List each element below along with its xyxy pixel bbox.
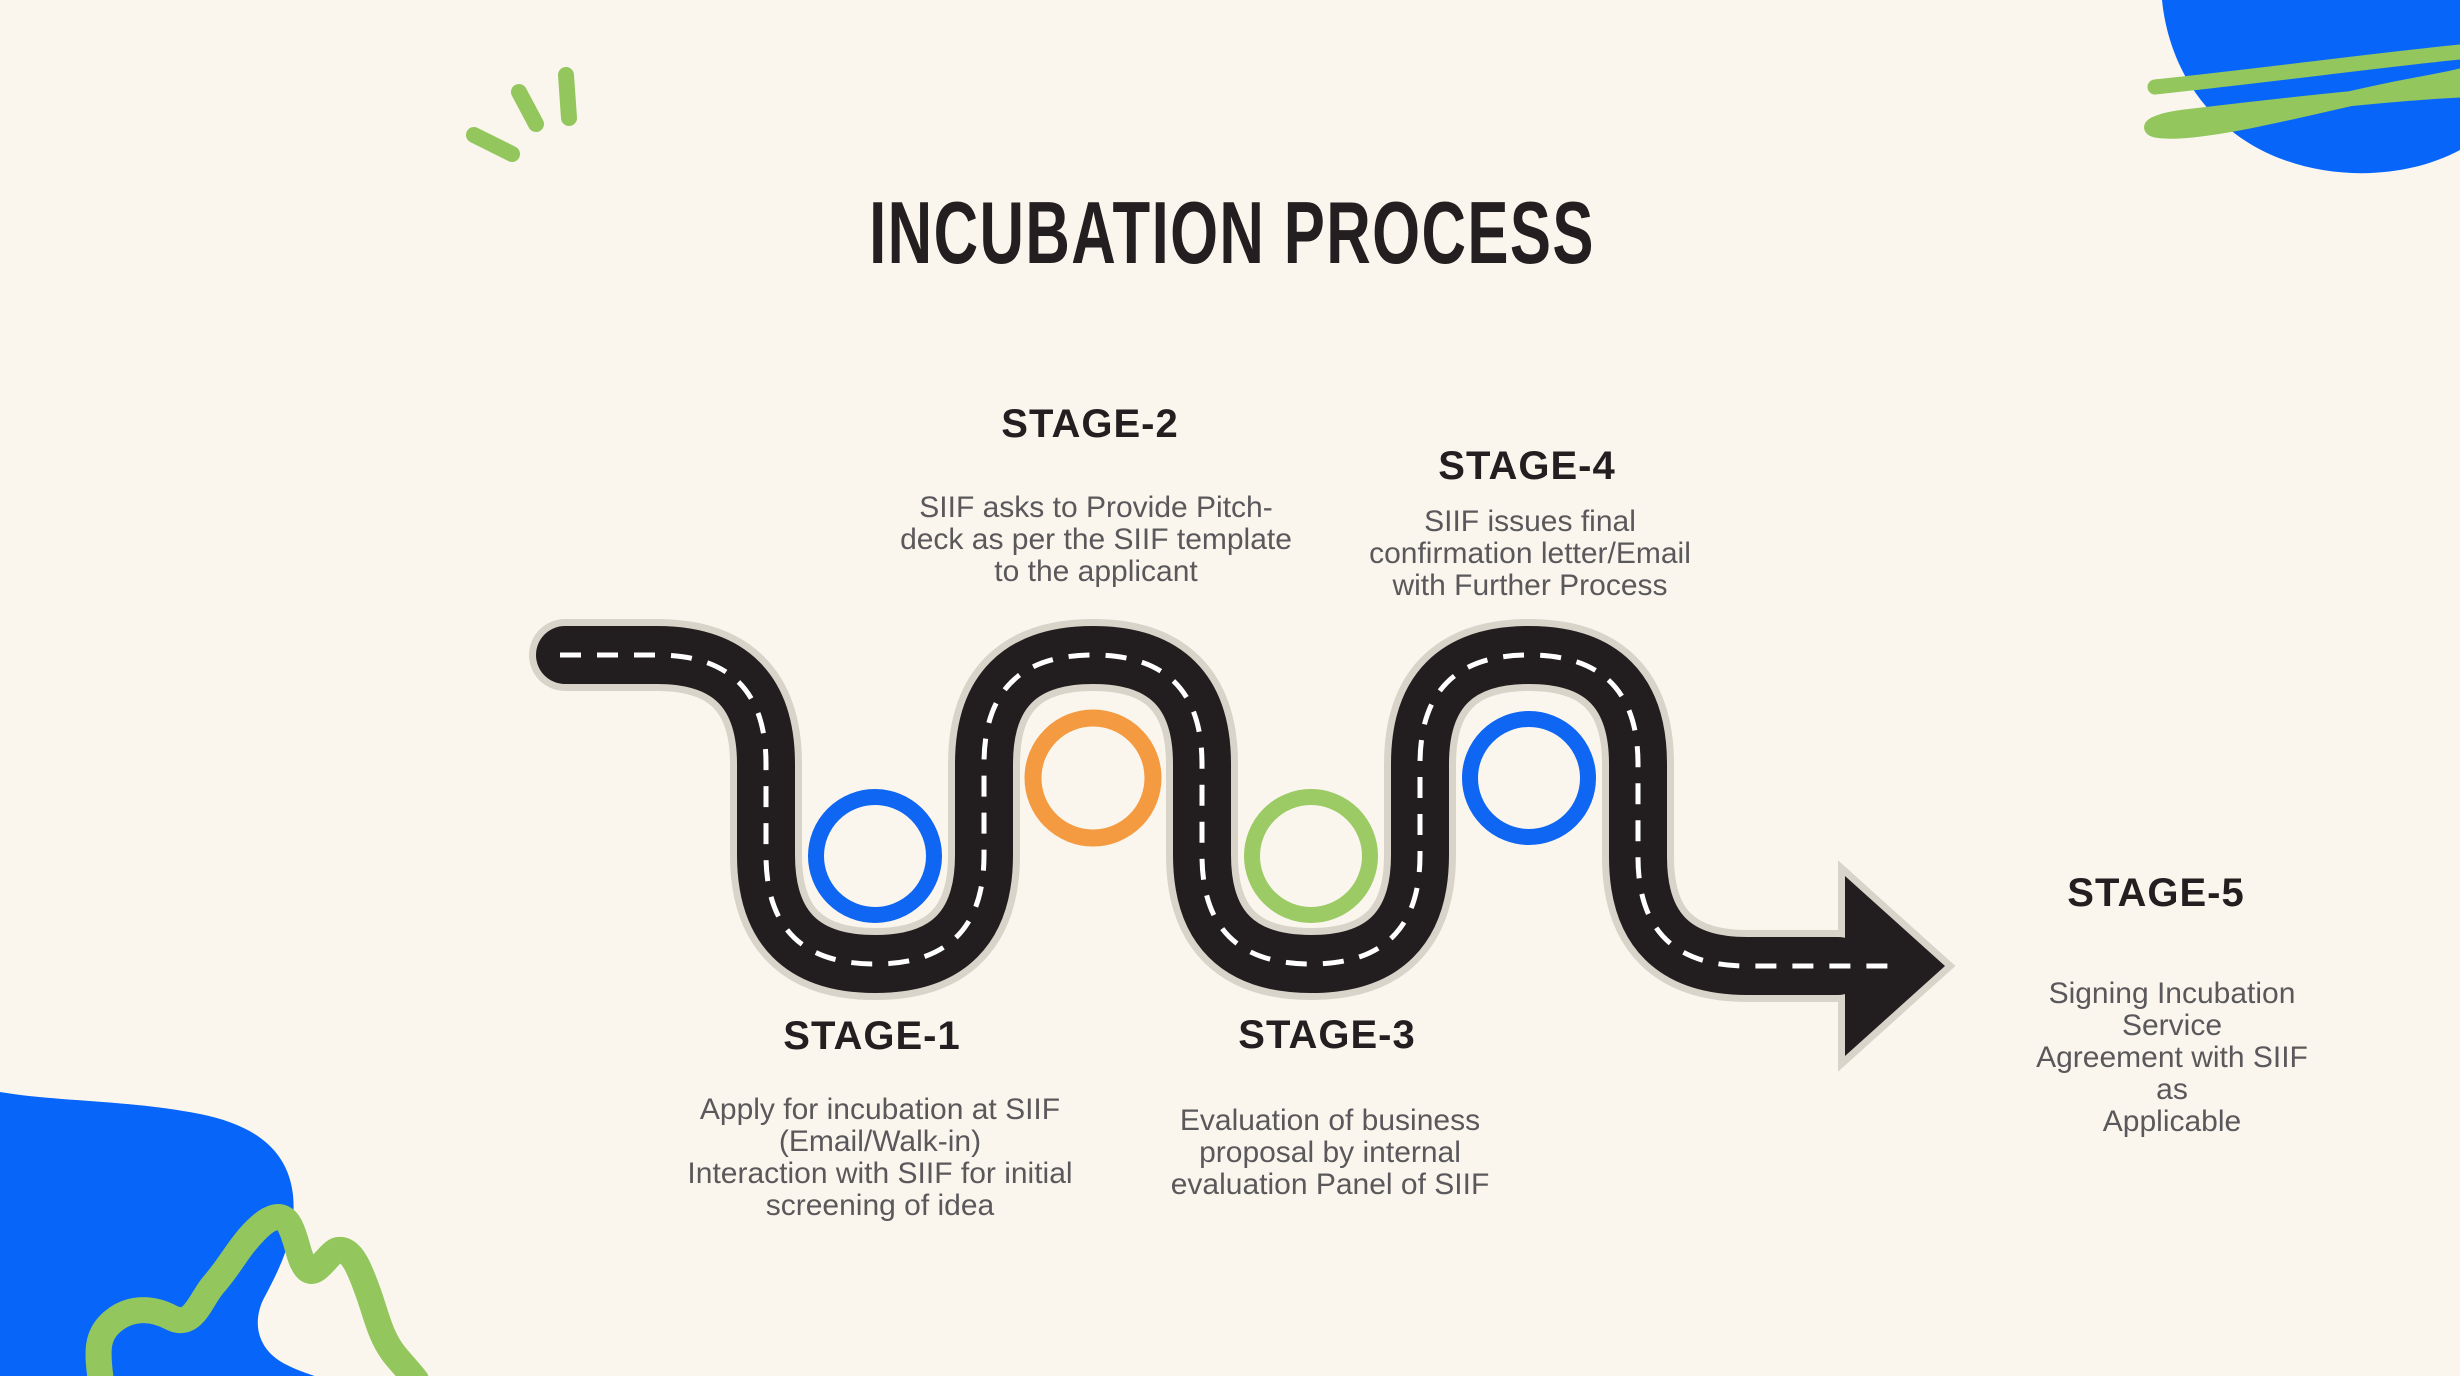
arrowhead xyxy=(1845,876,1945,1056)
stage-3-description: Evaluation of business proposal by inter… xyxy=(1170,1104,1490,1201)
stage-4-marker-ring xyxy=(1462,711,1596,845)
stage-5-description: Signing Incubation Service Agreement wit… xyxy=(2036,977,2308,1138)
squiggle-bottom-left xyxy=(85,1204,429,1376)
page-title: INCUBATION PROCESS xyxy=(869,183,1595,282)
stage-1-description: Apply for incubation at SIIF (Email/Walk… xyxy=(687,1093,1073,1222)
stage-1-marker-ring xyxy=(808,789,942,923)
stage-2-description: SIIF asks to Provide Pitch- deck as per … xyxy=(900,491,1292,588)
stage-3-label: STAGE-3 xyxy=(1238,1013,1416,1057)
stage-5-label: STAGE-5 xyxy=(2067,871,2245,915)
scribble-top-right xyxy=(2144,44,2460,139)
stage-2-label: STAGE-2 xyxy=(1001,402,1179,446)
stage-4-label: STAGE-4 xyxy=(1438,444,1616,488)
stage-4-description: SIIF issues final confirmation letter/Em… xyxy=(1369,505,1691,602)
corner-blob-bottom-left xyxy=(0,1092,315,1376)
road-center-line xyxy=(560,652,1890,969)
accent-dashes-top-left xyxy=(466,67,577,162)
road-surface xyxy=(536,625,1867,995)
stage-3-marker-ring xyxy=(1244,789,1378,923)
stage-2-marker-ring xyxy=(1024,709,1162,847)
stage-1-label: STAGE-1 xyxy=(783,1014,961,1058)
